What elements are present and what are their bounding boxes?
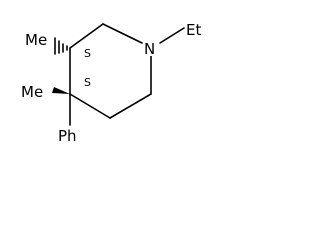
- bond-c3-c2: [69, 23, 104, 49]
- nitrogen-label-background: [143, 39, 159, 56]
- structure-diagram: N Et Me Me Ph S S: [21, 21, 201, 145]
- phenyl-label: Ph: [58, 127, 77, 145]
- nitrogen-label: N: [144, 40, 155, 58]
- c4-methyl-bold-wedge: [52, 87, 70, 94]
- bond-n1-ethyl: [159, 27, 185, 44]
- c3-methyl-hashed-wedge: [54, 37, 68, 55]
- c3-methyl-label: Me: [25, 31, 47, 49]
- c4-stereo-label: S: [84, 76, 91, 89]
- c4-methyl-label: Me: [21, 83, 43, 101]
- n-ethyl-label: Et: [186, 21, 201, 39]
- c3-stereo-label: S: [84, 47, 91, 60]
- bond-c5-c4: [69, 93, 111, 119]
- bond-c2-n1: [102, 23, 143, 44]
- bond-c6-c5: [109, 93, 152, 119]
